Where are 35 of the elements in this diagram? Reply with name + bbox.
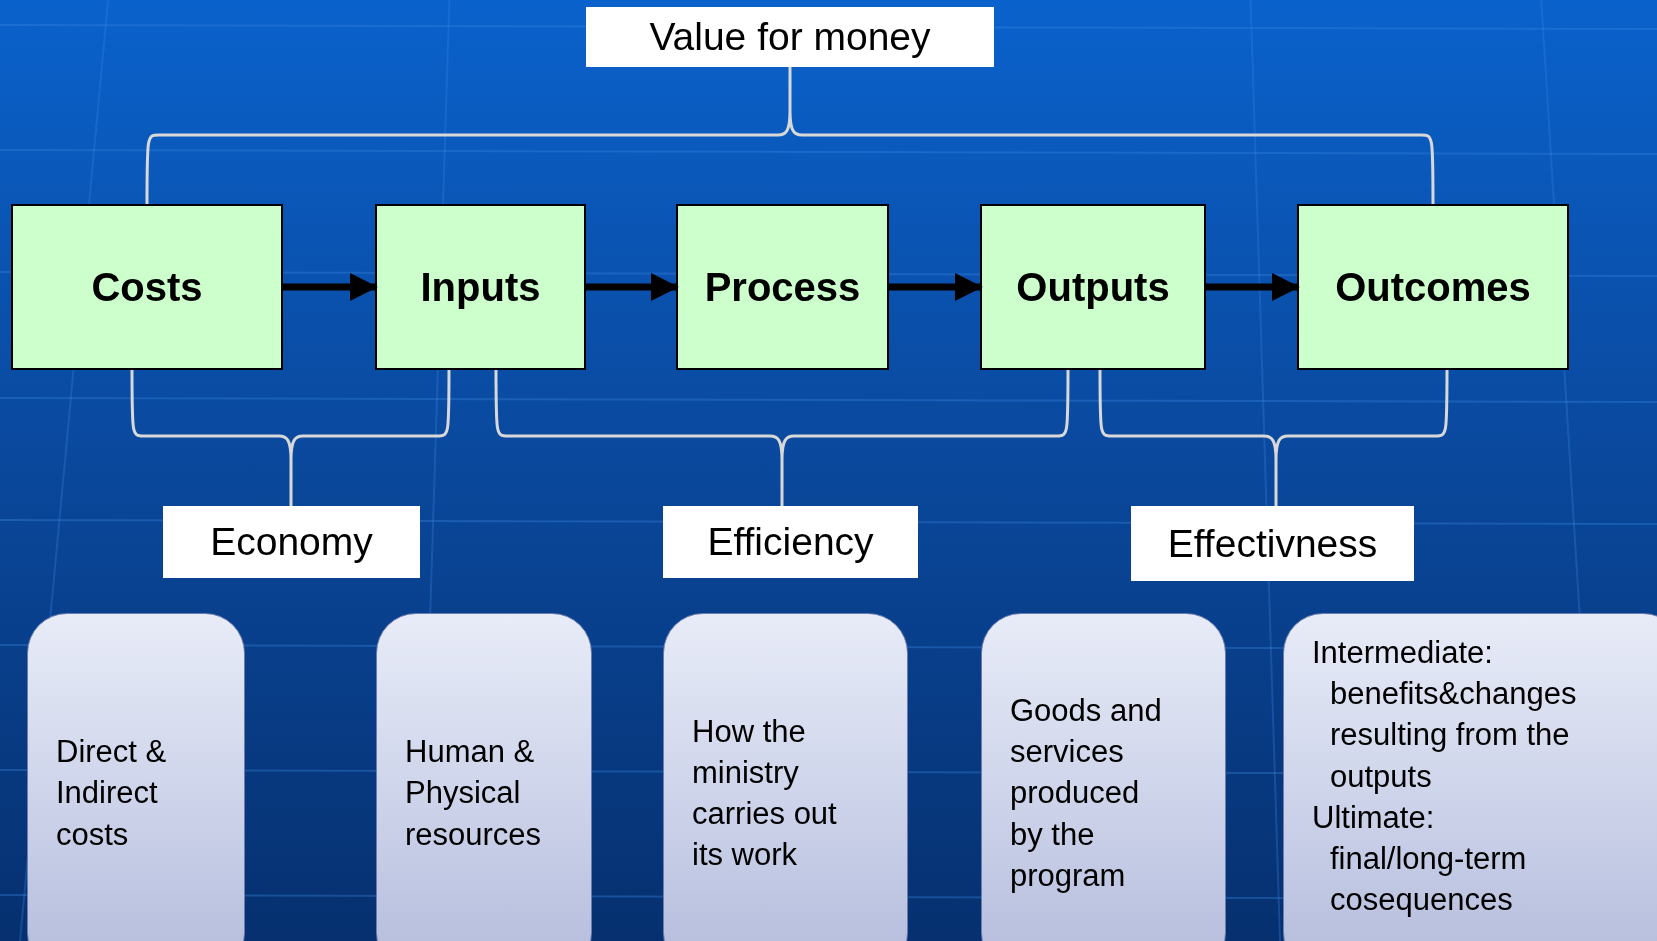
description-text: Intermediate: (1312, 634, 1493, 672)
process-box (375, 204, 586, 370)
box-label: Economy (210, 520, 373, 564)
description-card (1283, 613, 1657, 941)
box-label: Value for money (649, 15, 931, 59)
box-label: Outputs (1016, 264, 1170, 310)
process-box (676, 204, 889, 370)
box-label: Inputs (420, 264, 541, 310)
arrow (1206, 273, 1300, 301)
box-label: Costs (91, 264, 203, 310)
box-label: Outcomes (1335, 264, 1531, 310)
description-text: Goods and services produced by the program (1010, 691, 1163, 895)
label-box (1131, 506, 1414, 581)
box-label: Effectivness (1167, 521, 1378, 566)
label-box (163, 506, 420, 578)
description-text: Ultimate: (1312, 798, 1435, 837)
arrow (889, 273, 983, 301)
description-text: benefits&changes resulting from the outputs (1330, 675, 1578, 796)
label-box (663, 506, 918, 578)
description-card (981, 613, 1226, 941)
description-text: Human & Physical resources (405, 733, 543, 854)
description-text: Direct & Indirect costs (56, 733, 168, 854)
description-card (376, 613, 592, 941)
box-label: Efficiency (707, 520, 874, 564)
arrow (283, 273, 378, 301)
process-box (11, 204, 283, 370)
box-label: Process (704, 264, 861, 310)
description-card (27, 613, 245, 941)
label-box (586, 7, 994, 67)
process-box (1297, 204, 1569, 370)
description-card (663, 613, 908, 941)
arrow (586, 273, 679, 301)
description-text: How the ministry carries out its work (692, 712, 838, 875)
process-box (980, 204, 1206, 370)
description-text: final/long-term cosequences (1330, 840, 1528, 920)
